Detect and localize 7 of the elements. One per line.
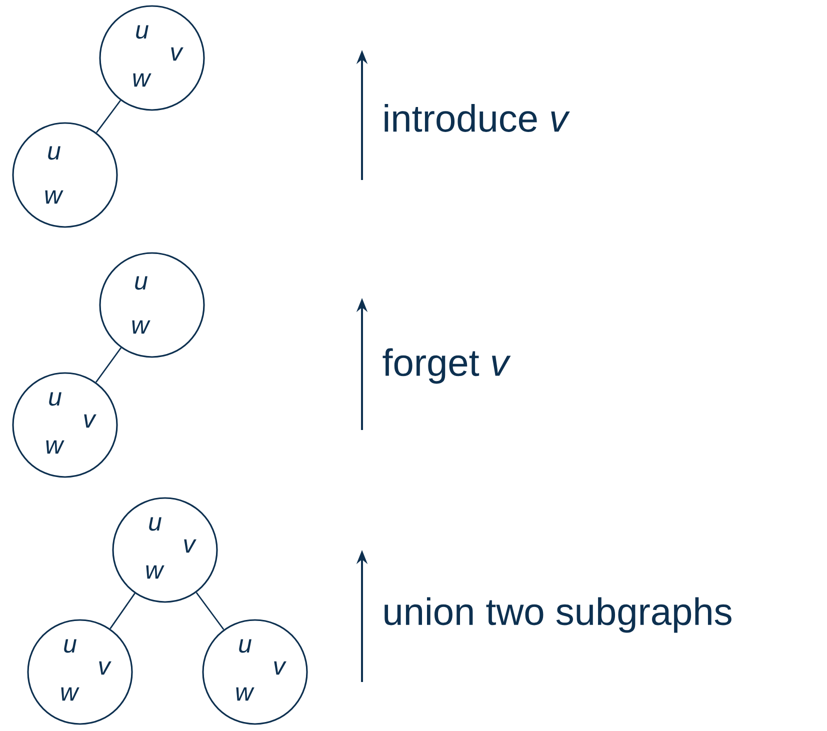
- operation-label: union two subgraphs: [384, 597, 732, 633]
- tree-edge: [196, 592, 224, 630]
- tree-edge: [110, 592, 136, 630]
- operation-label: forget v: [382, 348, 511, 384]
- operation-label: introduce v: [384, 104, 570, 132]
- tree-edge: [96, 100, 122, 134]
- tree-edge: [95, 347, 122, 383]
